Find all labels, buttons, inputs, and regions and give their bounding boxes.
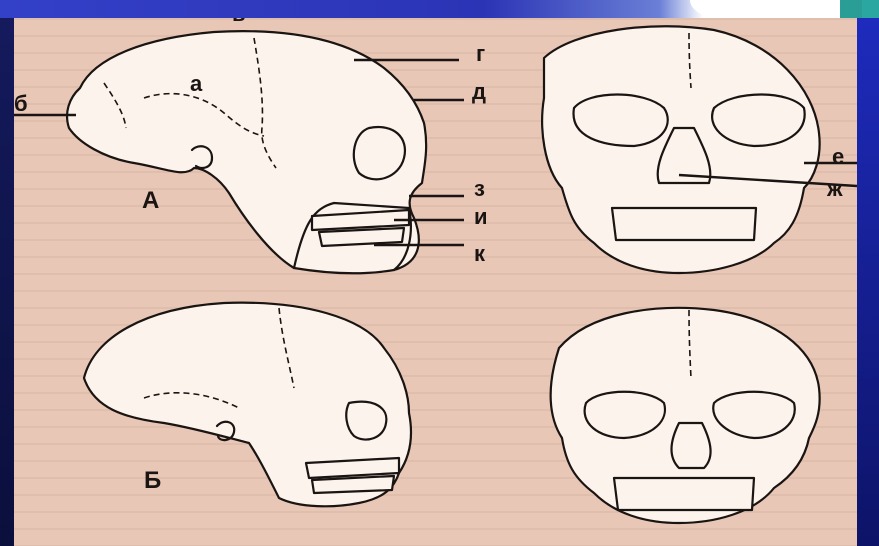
slide-left-bar: [0, 18, 14, 546]
skull-comparison-figure: в а б г д е ж з и к А Б: [14, 18, 857, 546]
marker-g: г: [476, 43, 485, 65]
panel-label-b: Б: [144, 469, 161, 493]
slide-top-banner: [690, 0, 850, 18]
marker-z: з: [474, 178, 485, 200]
marker-i: и: [474, 206, 488, 228]
skull-a-right-orbit: [712, 95, 805, 147]
marker-a: а: [190, 73, 202, 95]
skull-drawings: [14, 18, 857, 546]
skull-b-nasal: [672, 423, 711, 468]
marker-d: д: [472, 81, 486, 103]
marker-e: е: [832, 146, 844, 168]
marker-v: в: [232, 18, 246, 25]
marker-zh: ж: [827, 178, 843, 200]
slide-right-bar: [857, 18, 879, 546]
marker-k: к: [474, 243, 485, 265]
marker-b: б: [14, 93, 28, 115]
skull-a-frontal-teeth: [612, 208, 756, 240]
skull-b-lower-teeth: [312, 476, 394, 493]
skull-b-orbit: [346, 402, 386, 440]
skull-a-lower-teeth: [319, 228, 404, 246]
panel-label-a: А: [142, 189, 159, 213]
skull-b-frontal-teeth: [614, 478, 754, 510]
skull-a-orbit: [354, 127, 405, 179]
